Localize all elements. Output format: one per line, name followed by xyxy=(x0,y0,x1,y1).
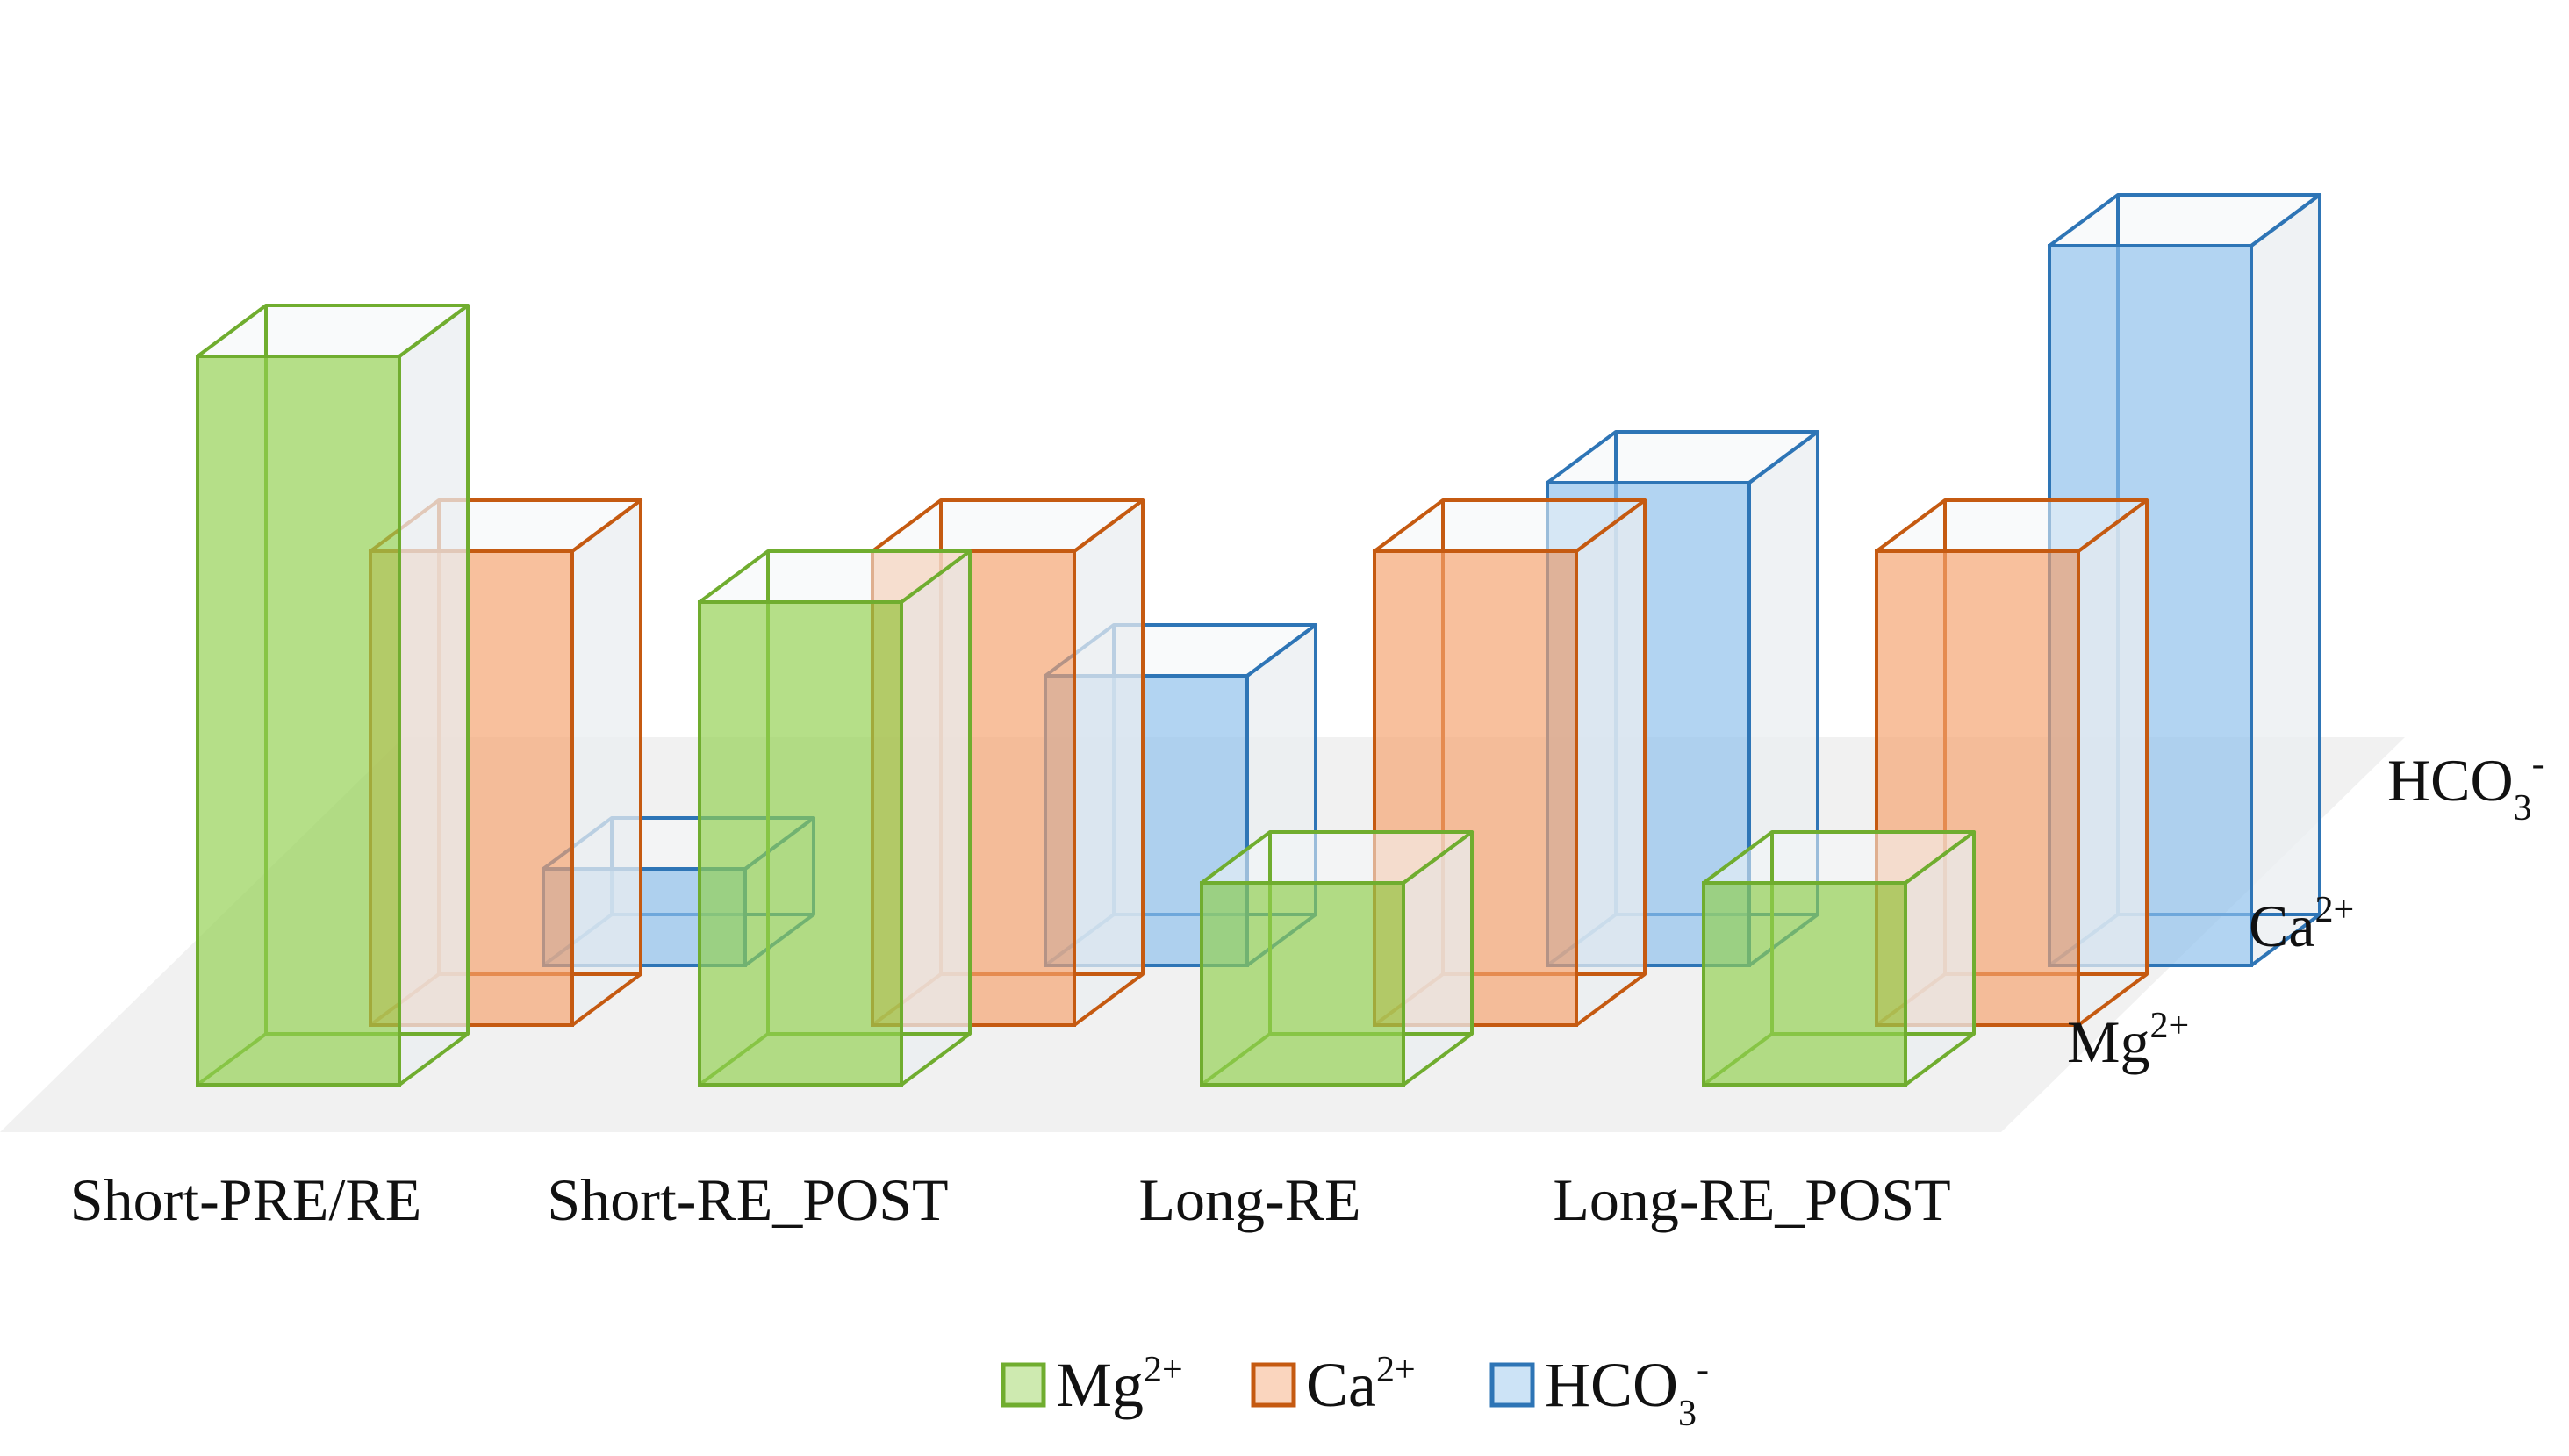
bar-mg2-short-re-post xyxy=(698,549,972,1087)
bars xyxy=(196,193,2321,1087)
legend-label-ca2: Ca2+ xyxy=(1306,1350,1416,1420)
series-axis-label-mg2: Mg2+ xyxy=(2067,1006,2189,1075)
bar-mg2-long-re xyxy=(1200,830,1474,1087)
series-axis-label-ca2: Ca2+ xyxy=(2249,890,2354,959)
category-label-short-re-post: Short-RE_POST xyxy=(547,1166,948,1233)
bar-ca2-long-re-post xyxy=(1875,498,2149,1027)
legend-swatch-mg2 xyxy=(1001,1362,1046,1408)
legend-swatch-hco3 xyxy=(1489,1362,1535,1408)
series-axis-labels: Mg2+ Ca2+ HCO3- xyxy=(2067,744,2544,1075)
bar-hco3-long-re-post xyxy=(2048,193,2321,967)
series-axis-label-hco3: HCO3- xyxy=(2387,744,2544,828)
legend-item-mg2: Mg2+ xyxy=(1001,1350,1183,1420)
legend-swatch-ca2 xyxy=(1251,1362,1296,1408)
legend-item-hco3: HCO3- xyxy=(1489,1350,1709,1434)
category-label-long-re: Long-RE xyxy=(1138,1166,1360,1233)
category-label-long-re-post: Long-RE_POST xyxy=(1553,1166,1950,1233)
legend-item-ca2: Ca2+ xyxy=(1251,1350,1416,1420)
category-label-short-pre-re: Short-PRE/RE xyxy=(70,1166,422,1233)
bar-mg2-short-pre-re xyxy=(196,304,470,1087)
legend: Mg2+ Ca2+ HCO3- xyxy=(1001,1350,1709,1434)
legend-label-mg2: Mg2+ xyxy=(1056,1350,1183,1420)
bar-mg2-long-re-post xyxy=(1702,830,1976,1087)
legend-label-hco3: HCO3- xyxy=(1545,1350,1709,1434)
category-labels: Short-PRE/RE Short-RE_POST Long-RE Long-RE_… xyxy=(70,1166,1951,1233)
